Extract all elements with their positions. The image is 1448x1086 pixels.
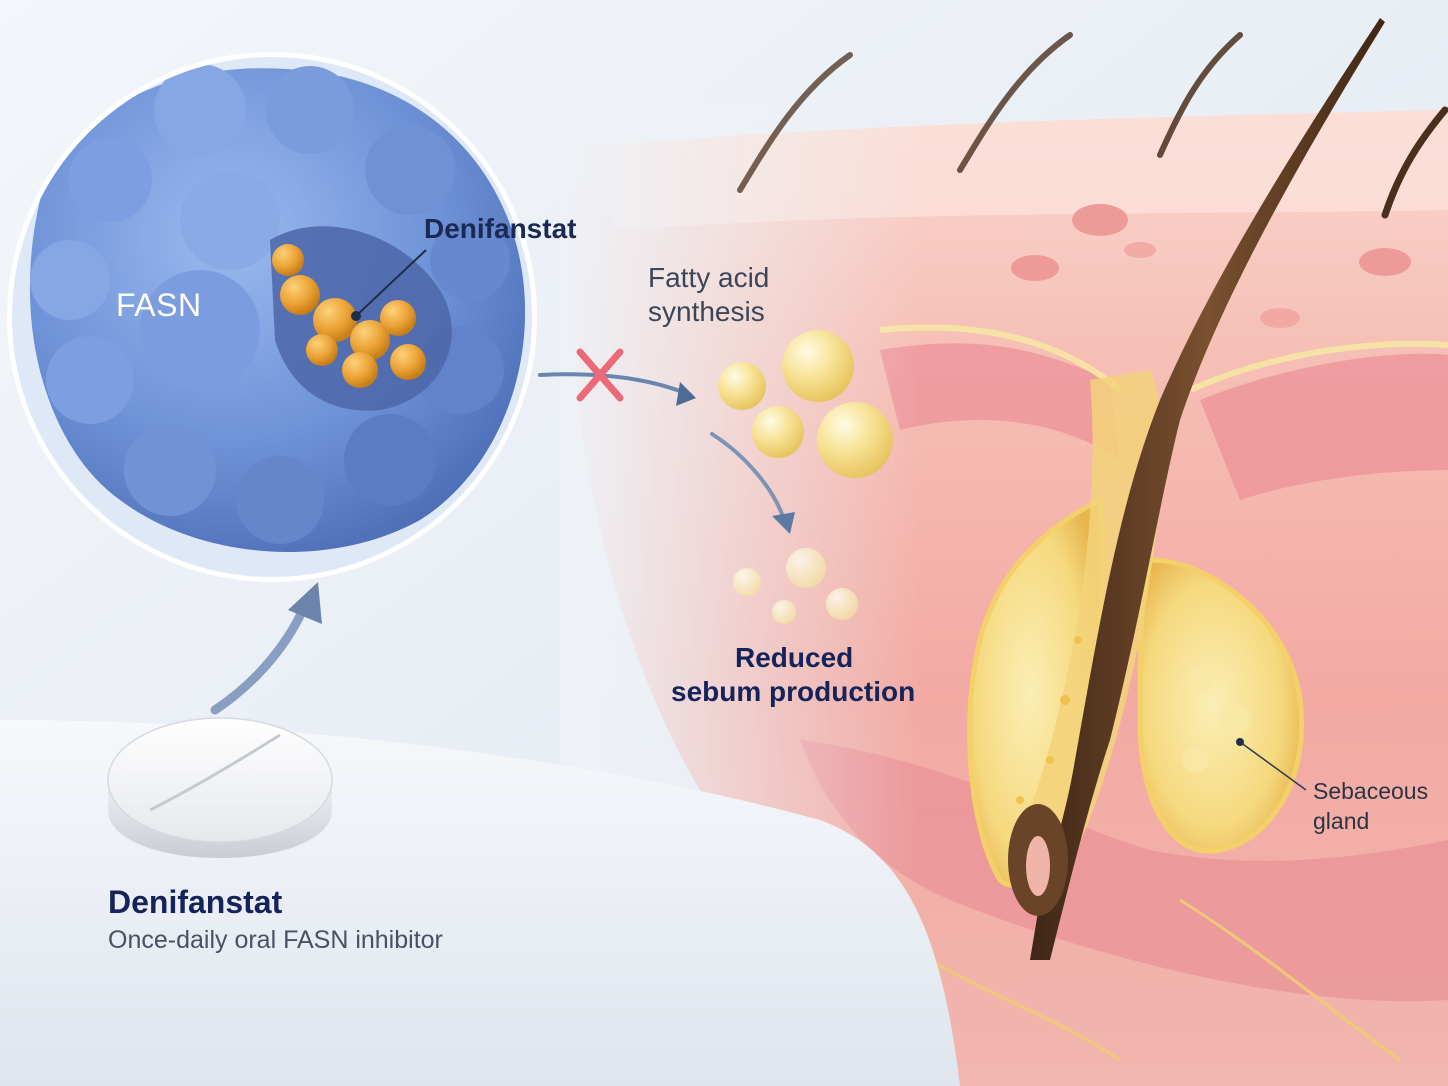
- hair-follicle: [967, 18, 1385, 960]
- pill-tablet: [107, 717, 333, 858]
- fatty-acid-label-line2: synthesis: [648, 296, 765, 327]
- drug-callout-dot: [351, 311, 361, 321]
- reduction-arrow-head-icon: [772, 512, 795, 534]
- reduced-sebum-label-line2: sebum production: [671, 676, 916, 707]
- uptake-arrow-icon: [210, 600, 310, 715]
- sebaceous-gland-label-line2: gland: [1313, 808, 1370, 834]
- drug-callout-line: [355, 249, 427, 317]
- fatty-acid-droplets: [718, 330, 893, 478]
- reduction-arrow-icon: [710, 432, 786, 522]
- denifanstat-molecule: [272, 244, 426, 388]
- surface-hairs: [737, 32, 1448, 219]
- sebaceous-gland-label-line1: Sebaceous: [1313, 778, 1429, 804]
- drug-description: Once-daily oral FASN inhibitor: [108, 926, 443, 954]
- synthesis-arrow-icon: [538, 372, 692, 397]
- drug-name: Denifanstat: [108, 884, 283, 920]
- drug-callout-label: Denifanstat: [424, 213, 577, 244]
- gland-callout-dot: [1236, 738, 1244, 746]
- fasn-label: FASN: [116, 287, 202, 323]
- sebaceous-gland: [1137, 557, 1304, 854]
- block-x-icon: [576, 348, 624, 402]
- uptake-arrow-head-icon: [288, 582, 322, 624]
- synthesis-arrow-head-icon: [676, 382, 696, 406]
- reduced-sebum-label-line1: Reduced: [735, 642, 854, 673]
- gland-callout-line: [1239, 741, 1307, 791]
- fasn-protein-zoom: [7, 52, 537, 582]
- reduced-droplets: [733, 548, 858, 624]
- fatty-acid-label-line1: Fatty acid: [648, 262, 770, 293]
